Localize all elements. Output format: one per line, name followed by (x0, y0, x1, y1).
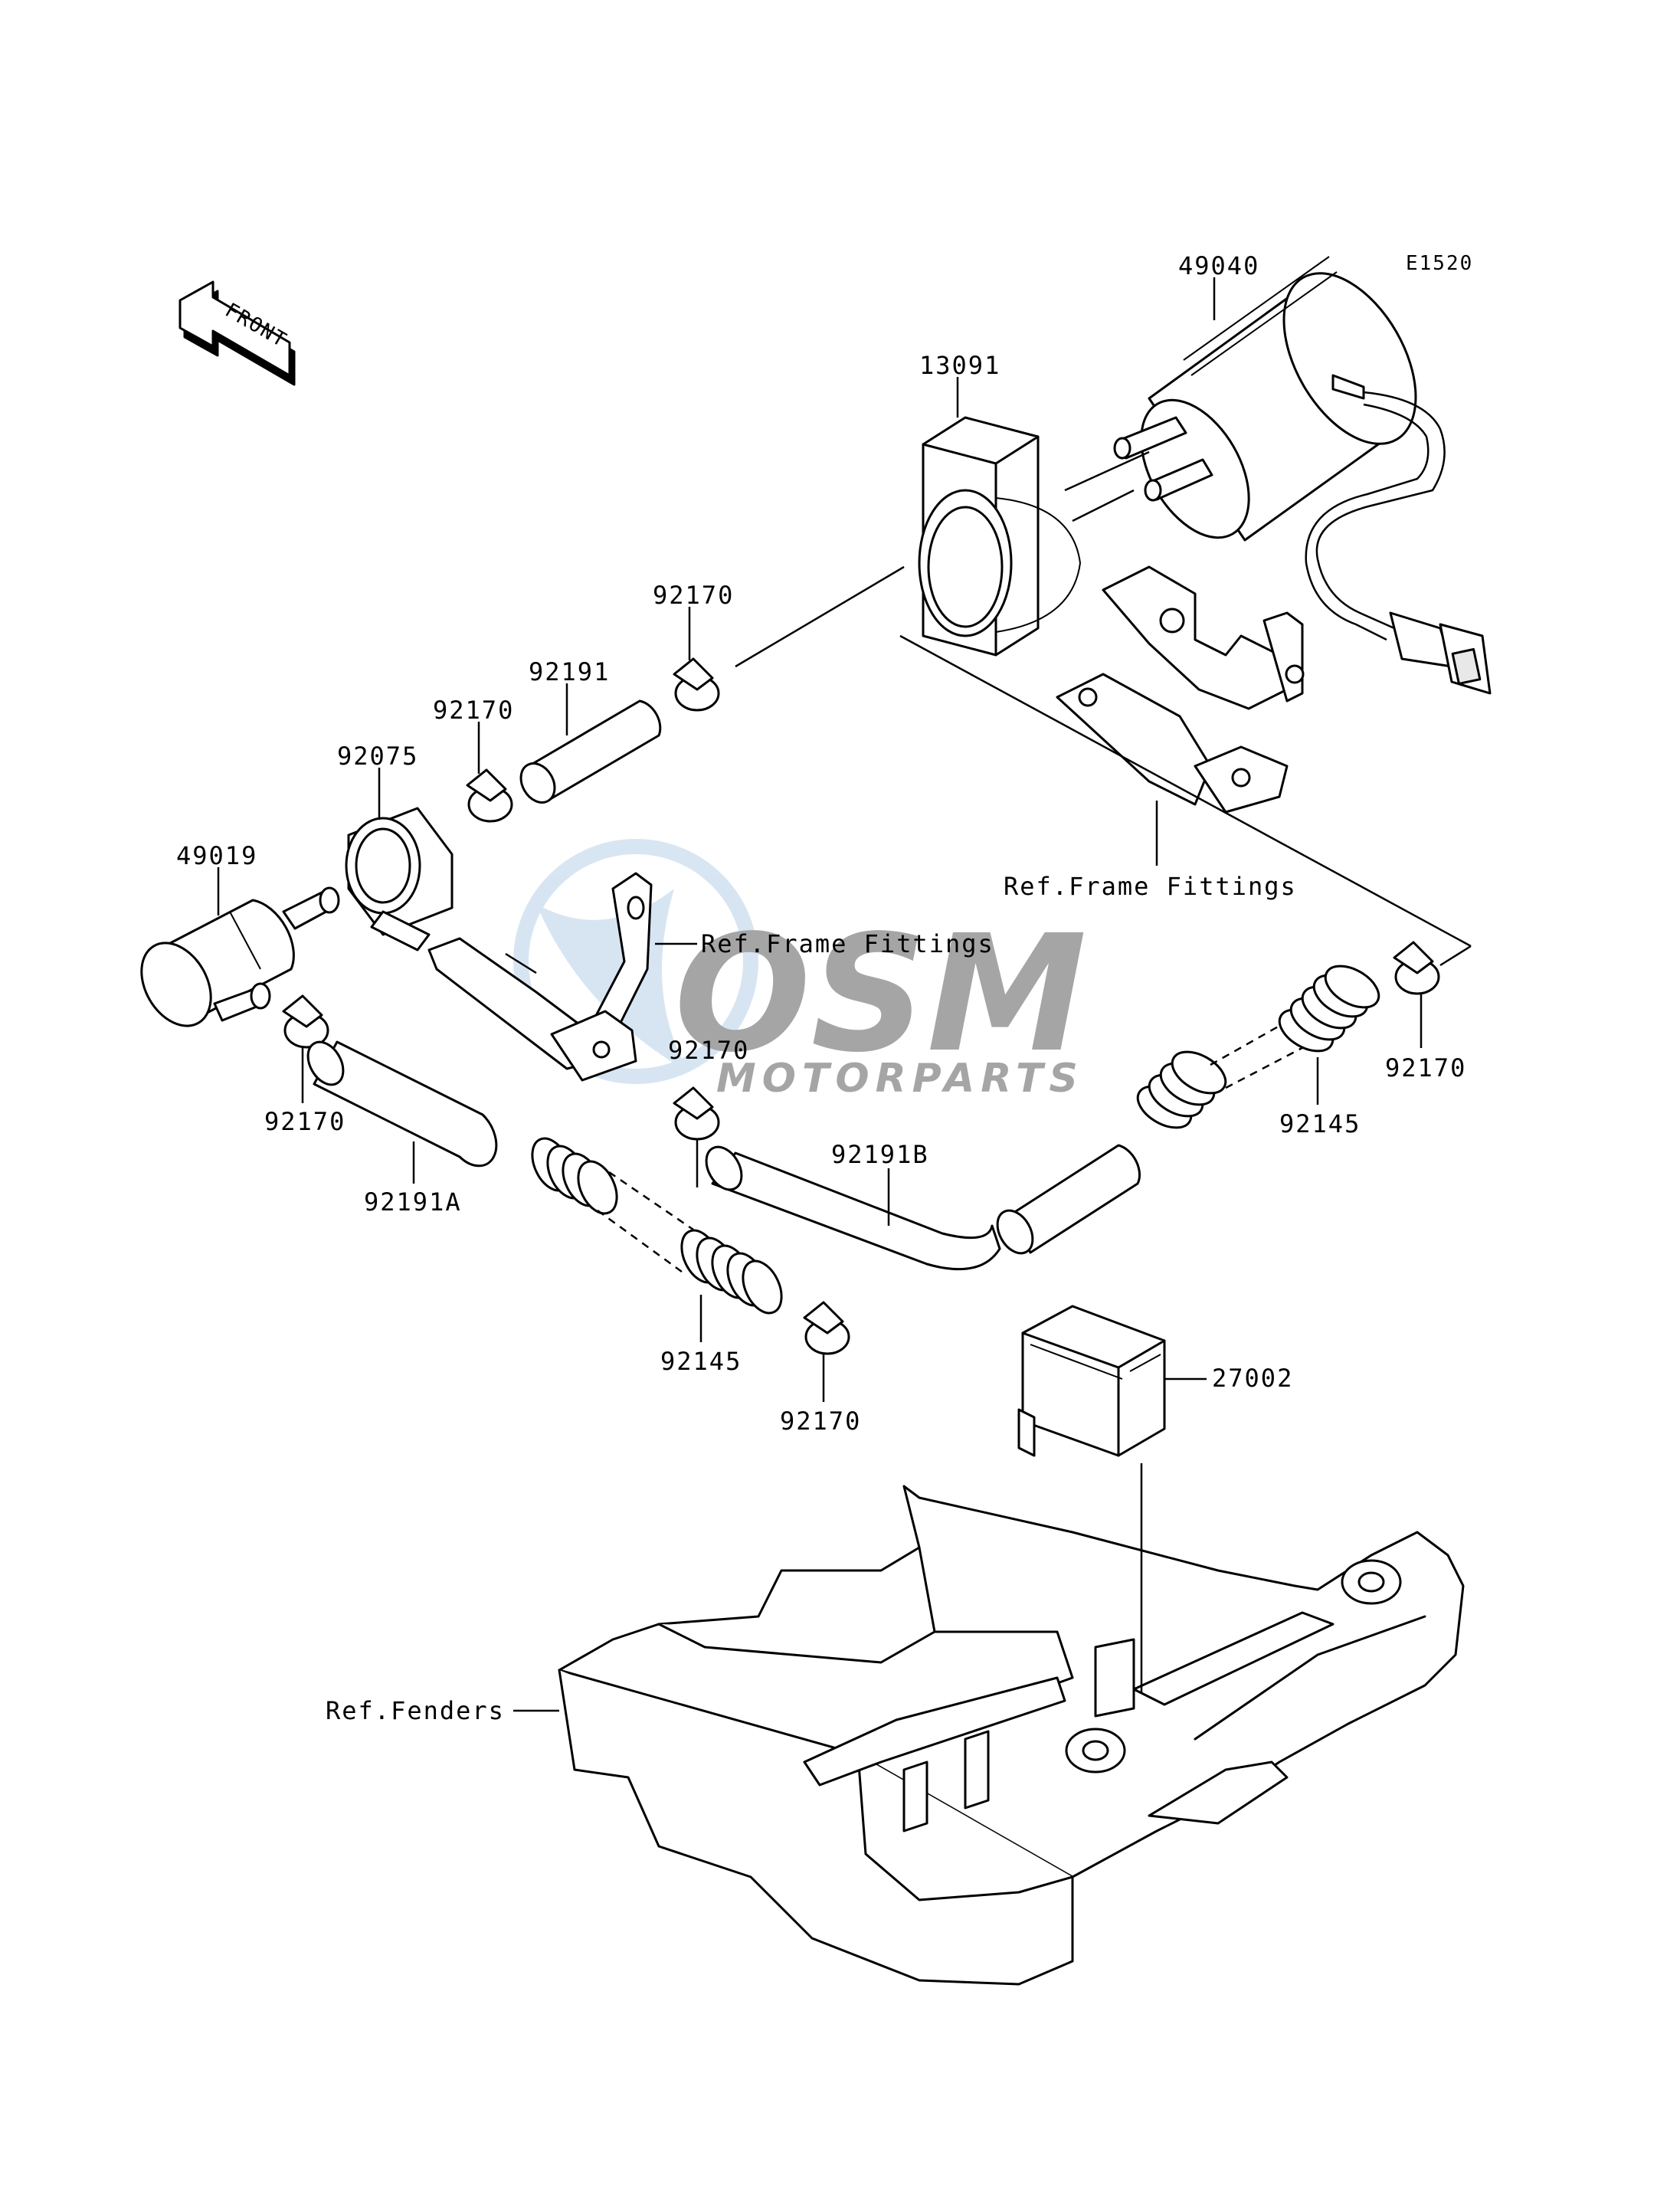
label-92145-b: 92145 (660, 1347, 742, 1376)
ref-frame-fittings-middle: Ref.Frame Fittings (701, 929, 994, 958)
fuel-pump-49040 (1113, 256, 1417, 542)
clamp-92170-e (1393, 941, 1440, 995)
label-92170-f: 92170 (780, 1407, 861, 1436)
front-arrow-icon: FRONT (178, 280, 296, 386)
part-labels: 49040 13091 92170 92191 92170 92075 4901… (176, 251, 1466, 1725)
label-49040: 49040 (1178, 251, 1259, 280)
clamp-92170-f (803, 1301, 850, 1355)
relay-27002 (1017, 1305, 1166, 1457)
frame-bracket-middle (427, 872, 653, 1082)
label-49019: 49019 (176, 841, 257, 870)
label-92170-a: 92170 (653, 581, 734, 610)
label-92170-c: 92170 (264, 1107, 345, 1136)
label-92170-b: 92170 (433, 696, 514, 725)
spring-92145-b (1136, 965, 1380, 1129)
label-92170-d: 92170 (668, 1036, 749, 1065)
label-92191B: 92191B (831, 1140, 929, 1169)
ref-frame-fittings-upper: Ref.Frame Fittings (1004, 872, 1297, 901)
label-92075: 92075 (337, 742, 418, 771)
label-92191: 92191 (529, 657, 610, 686)
clamp-92170-c (282, 994, 329, 1049)
clamp-92170-a (673, 657, 720, 712)
label-92191A: 92191A (364, 1187, 462, 1217)
label-92170-e: 92170 (1385, 1053, 1466, 1082)
watermark: OSM MOTORPARTS (513, 839, 1087, 1102)
watermark-tagline: MOTORPARTS (716, 1056, 1084, 1102)
pump-holder-13091 (918, 416, 1082, 657)
label-92145-a: 92145 (1279, 1109, 1361, 1138)
watermark-globe-swoosh (536, 889, 689, 1073)
fuel-filter-49019 (140, 886, 340, 1027)
frame-bracket-upper (1056, 565, 1305, 814)
diagram-code: E1520 (1406, 252, 1473, 275)
label-13091: 13091 (919, 351, 1000, 380)
hose-92191B (705, 1144, 1141, 1271)
watermark-globe-icon (513, 839, 758, 1084)
watermark-logo: OSM (674, 900, 1087, 1088)
grommet-92075 (345, 807, 454, 951)
battery-tray (558, 1485, 1465, 1986)
leader-lines (217, 277, 1472, 1712)
hose-92191A (306, 1040, 498, 1168)
clamp-92170-b (466, 768, 513, 823)
clamp-92170-d (673, 1086, 720, 1141)
label-27002: 27002 (1212, 1364, 1293, 1393)
spring-92145-a (531, 1137, 783, 1315)
pump-wire-harness (1305, 391, 1492, 695)
hose-92191 (519, 699, 662, 804)
ref-fenders: Ref.Fenders (326, 1696, 505, 1725)
